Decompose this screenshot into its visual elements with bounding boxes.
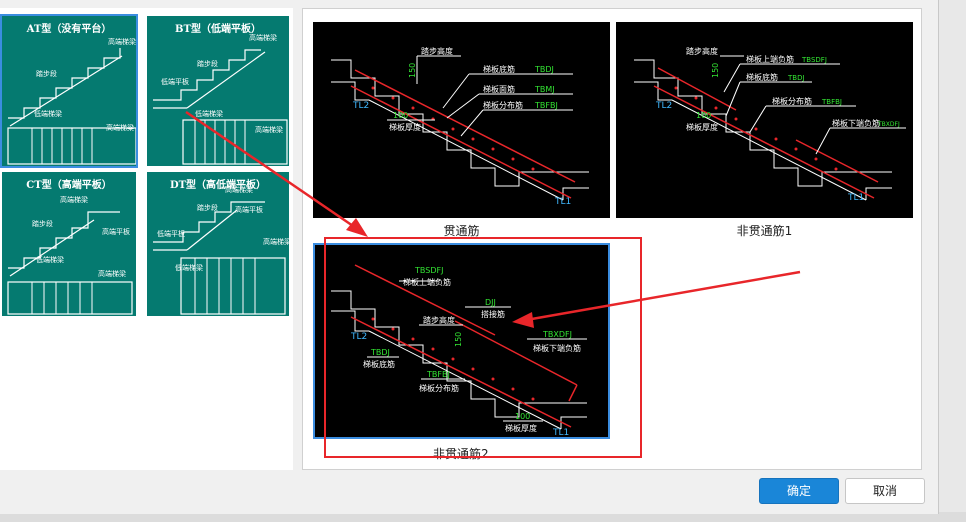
thumb-bt-label-5: 高端梯梁 bbox=[255, 125, 283, 134]
d3-code-djj: DJJ bbox=[485, 298, 496, 307]
thumb-bt-label-2: 踏步段 bbox=[197, 59, 218, 68]
d3-label-lower-neg: 梯板下端负筋 bbox=[533, 343, 581, 353]
d2-code-tbxdfj: TBXDFJ bbox=[877, 121, 900, 128]
d1-label-top-rebar: 梯板面筋 bbox=[483, 84, 515, 94]
d1-dim-100: 100 bbox=[393, 111, 408, 120]
d1-label-tl2: TL2 bbox=[352, 101, 369, 111]
d2-label-dist-rebar: 梯板分布筋 bbox=[772, 96, 812, 106]
d3-label-step-height: 踏步高度 bbox=[423, 315, 455, 325]
thumb-at[interactable]: AT型（没有平台） 高端梯梁 踏步段 低端梯梁 高端梯梁 bbox=[0, 14, 138, 168]
diagram-non-through-rebar-2-drawing: TBSDFJ 梯板上端负筋 DJJ 搭接筋 踏步高度 150 TBXDFJ 梯板… bbox=[331, 264, 587, 438]
d3-label-thickness: 梯板厚度 bbox=[505, 423, 537, 433]
diagram-non-through-rebar-1-drawing: 踏步高度 150 梯板上端负筋 TBSDFJ 梯板底筋 TBDJ 梯板分布筋 T… bbox=[634, 46, 906, 203]
thumb-bt-title: BT型（低端平板） bbox=[175, 24, 261, 35]
d2-label-step-height: 踏步高度 bbox=[686, 46, 718, 56]
stair-type-list: AT型（没有平台） 高端梯梁 踏步段 低端梯梁 高端梯梁 BT型（低端平板） bbox=[0, 8, 293, 470]
thumb-ct-drawing: 高端梯梁 踏步段 高端平板 低端梯梁 高端梯梁 bbox=[7, 195, 133, 315]
d3-code-tbxdfj: TBXDFJ bbox=[542, 330, 572, 339]
thumb-ct-label-4: 低端梯梁 bbox=[36, 255, 64, 264]
d1-code-tbmj: TBMJ bbox=[534, 85, 555, 94]
d1-label-dist-rebar: 梯板分布筋 bbox=[483, 100, 523, 110]
thumb-at-drawing: 高端梯梁 踏步段 低端梯梁 高端梯梁 bbox=[7, 37, 136, 165]
thumb-at-title: AT型（没有平台） bbox=[26, 24, 112, 35]
thumb-dt-drawing: 高端梯梁 高端平板 踏步段 低端平板 低端梯梁 高端梯梁 bbox=[153, 185, 289, 315]
caption-through-rebar: 贯通筋 bbox=[443, 224, 480, 238]
d3-code-tbsdfj: TBSDFJ bbox=[414, 266, 443, 275]
thumb-dt-label-2: 高端平板 bbox=[235, 205, 263, 214]
thumb-dt-label-4: 低端平板 bbox=[157, 229, 185, 238]
background-window bbox=[938, 0, 966, 522]
thumb-at-label-1: 高端梯梁 bbox=[108, 37, 136, 46]
thumb-ct-title: CT型（高端平板） bbox=[26, 180, 112, 191]
thumb-dt-label-1: 高端梯梁 bbox=[225, 185, 253, 194]
d2-label-tl2: TL2 bbox=[655, 101, 672, 111]
thumb-ct[interactable]: CT型（高端平板） 高端梯梁 踏步段 高端平板 低端梯梁 高端梯梁 bbox=[0, 170, 138, 318]
thumb-ct-label-1: 高端梯梁 bbox=[60, 195, 88, 204]
d2-label-lower-neg: 梯板下端负筋 bbox=[832, 118, 880, 128]
thumb-dt-label-5: 低端梯梁 bbox=[175, 263, 203, 272]
thumb-bt-drawing: 高端梯梁 踏步段 低端平板 低端梯梁 高端梯梁 bbox=[153, 33, 288, 165]
annotation-highlight-box bbox=[324, 237, 642, 458]
diagram-non-through-rebar-1[interactable]: 踏步高度 150 梯板上端负筋 TBSDFJ 梯板底筋 TBDJ 梯板分布筋 T… bbox=[616, 22, 913, 218]
thumb-dt[interactable]: DT型（高低端平板） 高端梯梁 高端平板 踏步段 低端平板 低端梯梁 高端梯梁 bbox=[145, 170, 291, 318]
d3-label-dist-rebar: 梯板分布筋 bbox=[419, 383, 459, 393]
thumb-at-label-4: 高端梯梁 bbox=[106, 123, 134, 132]
d1-code-tbfbj: TBFBJ bbox=[534, 101, 558, 110]
d2-dim-100: 100 bbox=[696, 111, 711, 120]
cancel-button[interactable]: 取消 bbox=[845, 478, 925, 504]
thumb-bt-label-1: 高端梯梁 bbox=[249, 33, 277, 42]
stair-type-dialog: AT型（没有平台） 高端梯梁 踏步段 低端梯梁 高端梯梁 BT型（低端平板） bbox=[0, 0, 939, 514]
thumb-dt-label-6: 高端梯梁 bbox=[263, 237, 289, 246]
ok-button[interactable]: 确定 bbox=[759, 478, 839, 504]
d1-label-step-height: 踏步高度 bbox=[421, 46, 453, 56]
background-taskbar bbox=[0, 512, 966, 522]
d2-label-upper-neg: 梯板上端负筋 bbox=[746, 54, 794, 64]
thumb-at-label-3: 低端梯梁 bbox=[34, 109, 62, 118]
caption-non-through-rebar-1: 非贯通筋1 bbox=[736, 224, 793, 238]
d1-label-thickness: 梯板厚度 bbox=[389, 122, 421, 132]
d2-dim-150: 150 bbox=[711, 63, 720, 78]
d3-dim-100: 100 bbox=[515, 412, 530, 421]
d1-label-tl1: TL1 bbox=[554, 197, 571, 207]
d3-code-tbfbj: TBFBJ bbox=[426, 370, 450, 379]
d3-dim-150: 150 bbox=[454, 332, 463, 347]
thumb-ct-label-2: 踏步段 bbox=[32, 219, 53, 228]
d2-code-tbfbj: TBFBJ bbox=[821, 98, 842, 106]
thumb-bt[interactable]: BT型（低端平板） 高端梯梁 踏步段 低端平板 低端梯梁 高端梯梁 bbox=[145, 14, 291, 168]
thumb-at-label-2: 踏步段 bbox=[36, 69, 57, 78]
d3-label-lap-rebar: 搭接筋 bbox=[481, 309, 505, 319]
d2-label-thickness: 梯板厚度 bbox=[686, 122, 718, 132]
d3-label-tl2: TL2 bbox=[350, 332, 367, 342]
diagram-through-rebar-drawing: 踏步高度 150 梯板底筋 TBDJ 梯板面筋 TBMJ 梯板分布筋 TBFBJ… bbox=[331, 46, 589, 207]
d2-code-tbsdfj: TBSDFJ bbox=[801, 56, 827, 64]
d3-label-bottom-rebar: 梯板底筋 bbox=[363, 359, 395, 369]
d2-label-tl1: TL1 bbox=[847, 193, 864, 203]
d3-label-upper-neg: 梯板上端负筋 bbox=[403, 277, 451, 287]
thumb-bt-label-3: 低端平板 bbox=[161, 77, 189, 86]
thumb-dt-label-3: 踏步段 bbox=[197, 203, 218, 212]
rebar-option-panel: 踏步高度 150 梯板底筋 TBDJ 梯板面筋 TBMJ 梯板分布筋 TBFBJ… bbox=[302, 8, 922, 470]
d3-label-tl1: TL1 bbox=[552, 428, 569, 437]
d2-code-tbdj: TBDJ bbox=[787, 74, 805, 82]
thumb-ct-label-3: 高端平板 bbox=[102, 227, 130, 236]
d1-code-tbdj: TBDJ bbox=[534, 65, 554, 74]
thumb-ct-label-5: 高端梯梁 bbox=[98, 269, 126, 278]
d2-label-bottom-rebar: 梯板底筋 bbox=[746, 72, 778, 82]
thumb-bt-label-4: 低端梯梁 bbox=[195, 109, 223, 118]
diagram-through-rebar[interactable]: 踏步高度 150 梯板底筋 TBDJ 梯板面筋 TBMJ 梯板分布筋 TBFBJ… bbox=[313, 22, 610, 218]
d3-code-tbdj: TBDJ bbox=[370, 348, 390, 357]
d1-label-bottom-rebar: 梯板底筋 bbox=[483, 64, 515, 74]
d1-dim-150: 150 bbox=[408, 63, 417, 78]
